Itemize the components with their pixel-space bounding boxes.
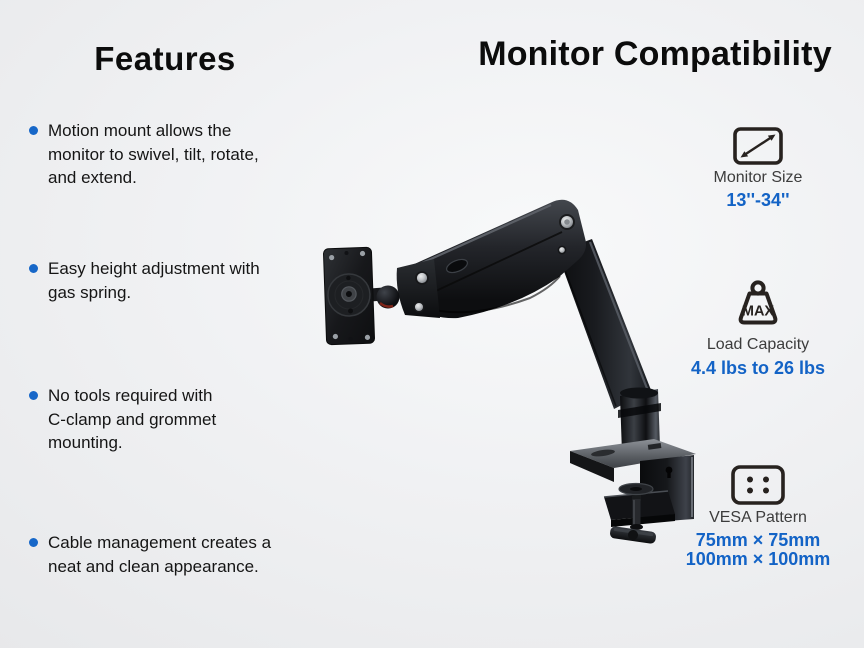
monitor-size-icon [650, 126, 864, 171]
feature-text: Easy height adjustment with gas spring. [48, 259, 260, 302]
bullet-icon [29, 264, 38, 273]
bullet-icon [29, 538, 38, 547]
load-capacity-icon-text: MAX [742, 304, 775, 320]
c-clamp-base [570, 439, 696, 544]
load-capacity-label: Load Capacity [706, 336, 810, 353]
feature-item-motion: Motion mount allows the monitor to swive… [0, 119, 320, 190]
arm-post [618, 387, 661, 453]
vesa-pattern-values: 75mm × 75mm 100mm × 100mm [650, 531, 864, 569]
vesa-pattern-label: VESA Pattern [709, 509, 807, 526]
monitor-size-label: Monitor Size [713, 169, 803, 186]
feature-text: Motion mount allows the monitor to swive… [48, 121, 259, 187]
vesa-plate [323, 246, 375, 346]
vesa-value-100: 100mm × 100mm [685, 549, 831, 569]
bullet-icon [29, 126, 38, 135]
features-title: Features [94, 40, 236, 77]
feature-item-tools: No tools required with C-clamp and gromm… [0, 384, 320, 455]
vesa-value-75: 75mm × 75mm [695, 530, 821, 550]
bullet-icon [29, 391, 38, 400]
load-capacity-value: 4.4 lbs to 26 lbs [690, 358, 826, 378]
monitor-compatibility-title: Monitor Compatibility [478, 35, 832, 73]
feature-text: Cable management creates a neat and clea… [48, 533, 272, 576]
arm-upper-segment [407, 199, 586, 319]
monitor-size-value: 13''-34'' [726, 190, 790, 210]
vesa-pattern-icon [650, 464, 864, 511]
arm-ball-joint [369, 259, 440, 318]
load-capacity-icon: MAX [650, 279, 864, 338]
arm-lower-segment [557, 239, 651, 409]
feature-text: No tools required with C-clamp and gromm… [48, 386, 217, 452]
feature-item-height: Easy height adjustment with gas spring. [0, 257, 320, 304]
feature-item-cable: Cable management creates a neat and clea… [0, 531, 320, 578]
clamp-knob [610, 526, 656, 544]
